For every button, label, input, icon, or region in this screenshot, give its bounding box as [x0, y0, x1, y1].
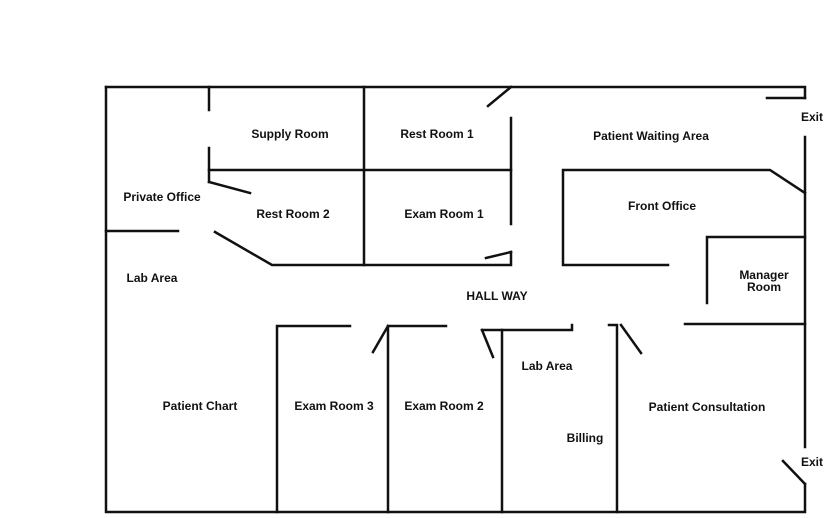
label-patient-waiting-area: Patient Waiting Area [593, 129, 709, 143]
label-exam-room-2: Exam Room 2 [404, 399, 484, 413]
exam-room-2-door [480, 328, 495, 359]
label-rest-room-2: Rest Room 2 [256, 207, 330, 221]
label-lab-area-left: Lab Area [127, 271, 178, 285]
outer-wall-left-bottom [104, 85, 807, 514]
label-manager-room-line1: Manager [739, 268, 789, 282]
outer-wall-top [104, 85, 807, 100]
consultation-walls [607, 323, 619, 514]
manager-room-walls [705, 235, 807, 305]
exam-room-3-door [371, 324, 390, 354]
consultation-door [619, 323, 643, 355]
label-patient-consultation: Patient Consultation [649, 400, 766, 414]
label-rest-room-1: Rest Room 1 [400, 127, 474, 141]
label-private-office: Private Office [123, 190, 201, 204]
label-exit-bottom: Exit [801, 455, 823, 469]
room-labels: Supply Room Rest Room 1 Patient Waiting … [123, 110, 823, 469]
label-exam-room-3: Exam Room 3 [294, 399, 374, 413]
exam-room-1-door [484, 250, 513, 260]
rest-room-2-lower-wall [213, 230, 513, 267]
walls [104, 85, 807, 514]
exam-room-2-walls [386, 324, 448, 514]
label-lab-area-center: Lab Area [522, 359, 573, 373]
patient-chart-right-wall [275, 324, 352, 514]
label-front-office: Front Office [628, 199, 696, 213]
label-patient-chart: Patient Chart [163, 399, 238, 413]
label-manager-room-line2: Room [747, 280, 781, 294]
label-hall-way: HALL WAY [466, 289, 527, 303]
label-exam-room-1: Exam Room 1 [404, 207, 484, 221]
rest-room-2-door [207, 180, 252, 195]
label-billing: Billing [567, 431, 604, 445]
label-exit-top: Exit [801, 110, 823, 124]
front-office-walls [561, 168, 807, 267]
label-supply-room: Supply Room [251, 127, 328, 141]
lab-area-walls [480, 323, 574, 332]
exit-bottom-door [781, 459, 807, 486]
rest-room-1-door [486, 85, 513, 108]
